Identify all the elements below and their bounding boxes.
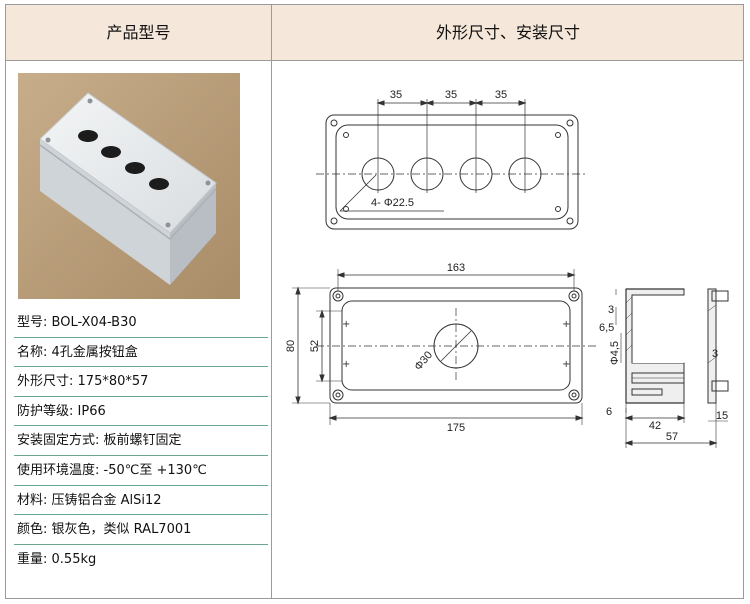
dim-wall-side: 3	[712, 348, 718, 360]
dim-length: 175	[447, 422, 465, 434]
dim-lid: 15	[716, 410, 728, 422]
front-view: + + + +	[292, 269, 596, 425]
spec-label: 重量:	[17, 551, 48, 567]
spec-row-size: 外形尺寸: 175*80*57	[14, 367, 268, 397]
svg-text:+: +	[562, 359, 570, 370]
spec-label: 外形尺寸:	[17, 374, 74, 390]
dim-hole-spec: 4- Φ22.5	[371, 197, 414, 209]
spec-label: 防护等级:	[17, 403, 74, 419]
dim-inner-height: 52	[309, 340, 321, 352]
spec-row-color: 颜色: 银灰色，类似 RAL7001	[14, 515, 268, 545]
spec-label: 名称:	[17, 344, 48, 360]
dim-depth: 57	[666, 431, 678, 443]
column-divider	[271, 5, 272, 598]
spec-value: -50℃至 +130℃	[103, 462, 207, 478]
dim-wall-top: 3	[608, 304, 614, 316]
top-view	[316, 99, 588, 230]
dim-pitch-2: 35	[445, 89, 457, 101]
svg-text:+: +	[342, 359, 350, 370]
dim-pitch-1: 35	[390, 89, 402, 101]
spec-row-temperature: 使用环境温度: -50℃至 +130℃	[14, 456, 268, 486]
side-section	[615, 288, 729, 448]
dim-pitch-3: 35	[495, 89, 507, 101]
spec-row-mounting: 安装固定方式: 板前螺钉固定	[14, 426, 268, 456]
spec-value: 175*80*57	[77, 374, 149, 390]
spec-row-protection: 防护等级: IP66	[14, 397, 268, 427]
spec-value: BOL-X04-B30	[51, 315, 137, 330]
table-header: 产品型号 外形尺寸、安装尺寸	[6, 5, 743, 61]
spec-label: 型号:	[17, 315, 48, 330]
product-photo	[18, 73, 240, 299]
technical-drawings: 35 35 35 4- Φ22.5 + + + +	[285, 89, 729, 448]
spec-value: 4孔金属按钮盒	[51, 344, 138, 360]
dim-base: 6	[606, 406, 612, 418]
spec-value: 银灰色，类似 RAL7001	[51, 522, 192, 538]
dim-inner-length: 163	[447, 262, 465, 274]
spec-value: 压铸铝合金 AlSi12	[51, 492, 162, 508]
svg-text:+: +	[562, 319, 570, 330]
dim-hole-diameter: Φ30	[412, 349, 435, 373]
dim-lip: 6,5	[599, 322, 614, 334]
spec-label: 颜色:	[17, 522, 48, 538]
product-sheet: 产品型号 外形尺寸、安装尺寸	[5, 4, 744, 599]
spec-value: IP66	[77, 403, 106, 419]
spec-label: 使用环境温度:	[17, 462, 100, 478]
spec-value: 板前螺钉固定	[103, 433, 182, 449]
dim-depth-inner: 42	[649, 420, 661, 432]
spec-value: 0.55kg	[51, 551, 97, 567]
spec-row-material: 材料: 压铸铝合金 AlSi12	[14, 486, 268, 516]
dim-screw: Φ4,5	[609, 341, 621, 365]
header-product-model: 产品型号	[106, 23, 171, 42]
spec-label: 安装固定方式:	[17, 433, 100, 449]
header-dimensions: 外形尺寸、安装尺寸	[435, 23, 580, 42]
spec-row-name: 名称: 4孔金属按钮盒	[14, 338, 268, 368]
spec-label: 材料:	[17, 492, 48, 508]
dim-height: 80	[285, 340, 297, 352]
svg-text:+: +	[342, 319, 350, 330]
spec-row-weight: 重量: 0.55kg	[14, 545, 268, 574]
spec-list: 型号: BOL-X04-B30 名称: 4孔金属按钮盒 外形尺寸: 175*80…	[14, 308, 268, 573]
spec-row-model: 型号: BOL-X04-B30	[14, 308, 268, 338]
